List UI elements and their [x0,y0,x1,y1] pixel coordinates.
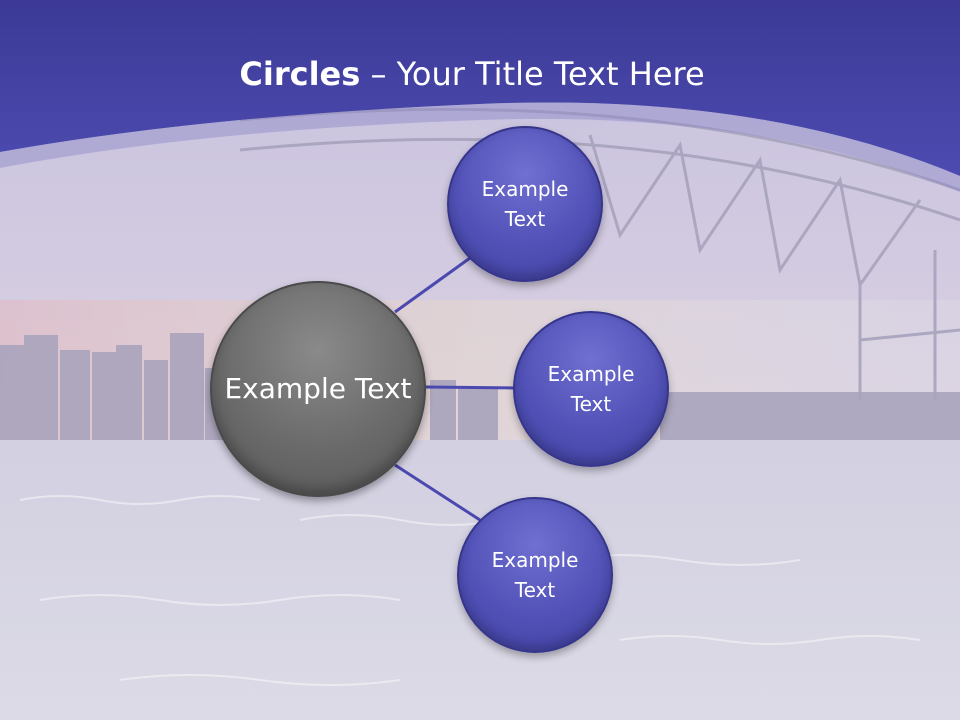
header-band-highlight [0,102,960,192]
connector-middle [425,385,517,390]
title-rest-part: – Your Title Text Here [360,55,705,93]
satellite-circle-middle: Example Text [513,311,669,467]
header-band [0,0,960,176]
satellite-circle-bottom: Example Text [457,497,613,653]
bridge [239,107,960,400]
connector-bottom [394,463,481,522]
satellite-circle-label: Example Text [491,548,579,602]
slide-title: Circles – Your Title Text Here [0,52,944,96]
satellite-circle-label: Example Text [481,177,569,231]
satellite-circle-top: Example Text [447,126,603,282]
connector-top [394,256,471,314]
city-skyline [0,333,960,440]
satellite-circle-label: Example Text [547,362,635,416]
water-ripples [19,495,921,686]
title-bold-part: Circles [239,55,361,93]
center-circle: Example Text [210,281,426,497]
center-circle-label: Example Text [224,372,412,405]
